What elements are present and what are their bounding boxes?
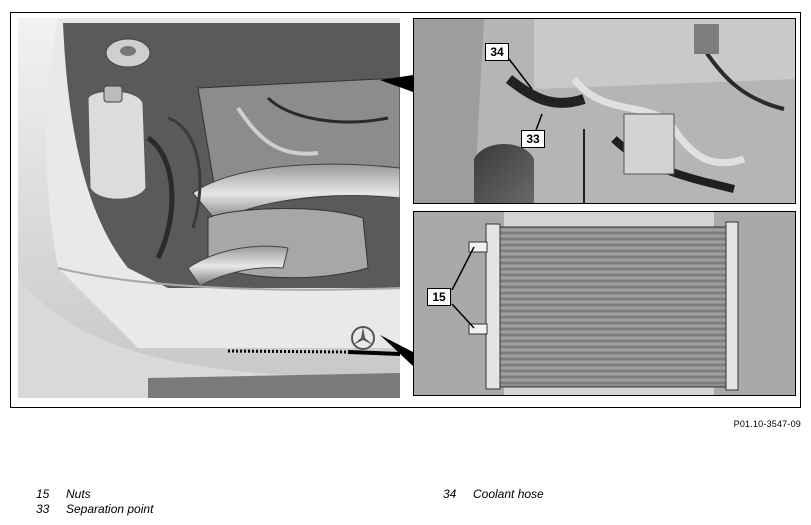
legend-right: 34 Coolant hose — [443, 487, 544, 502]
legend-number: 33 — [36, 502, 50, 516]
legend-number: 34 — [443, 487, 457, 501]
pointer-dashes — [227, 349, 400, 356]
legend-label: Nuts — [66, 487, 91, 501]
mercedes-star-icon — [351, 326, 375, 350]
legend-item: 34 Coolant hose — [443, 487, 544, 502]
legend-left: 15 Nuts 33 Separation point — [36, 487, 153, 517]
engine-bay-overview-image — [18, 18, 400, 398]
callout-33: 33 — [521, 130, 545, 148]
figure-reference: P01.10-3547-09 — [733, 419, 801, 429]
radiator-fins — [500, 229, 728, 384]
callout-15: 15 — [427, 288, 451, 306]
legend-number: 15 — [36, 487, 50, 501]
legend-item: 33 Separation point — [36, 502, 153, 517]
legend-item: 15 Nuts — [36, 487, 153, 502]
radiator-detail-image — [413, 211, 796, 396]
legend-label: Coolant hose — [473, 487, 544, 501]
callout-34: 34 — [485, 43, 509, 61]
legend-label: Separation point — [66, 502, 154, 516]
coolant-hose-detail-image — [413, 18, 796, 204]
connector-wedges — [380, 75, 413, 366]
